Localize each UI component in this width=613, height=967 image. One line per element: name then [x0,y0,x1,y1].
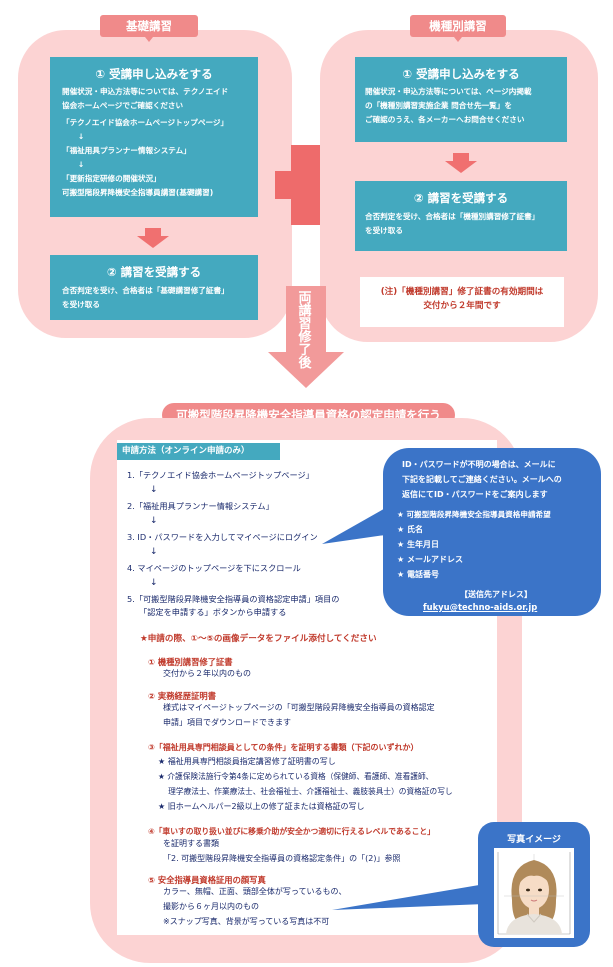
step-arrow-icon: ↓ [150,578,158,588]
basic-attend-heading: ② 講習を受講する [106,265,202,279]
requirement-body: ★ 介護保険法施行令第4条に定められている資格（保健師、看護師、准看護師、 [158,772,434,781]
model-attend-line: 合否判定を受け、合格者は「機種別講習修了証書」 [365,212,540,221]
basic-apply-line: 開催状況・申込方法等については、テクノエイド [62,87,229,96]
method-step: 「認定を申請する」ボタンから申請する [139,607,287,617]
requirement-body: ※スナップ写真、背景が写っている写真は不可 [163,917,330,926]
validity-note-line: (注)「機種別講習」修了証書の有効期間は [380,287,544,297]
basic-apply-arrow: ↓ [78,160,85,169]
arrow-caption: 両講習修了後 [298,292,314,370]
callout-line: 下記を記載してご連絡ください。メールへの [402,475,562,484]
method-step: 3. ID・パスワードを入力してマイページにログイン [127,532,318,542]
requirement-heading: ② 実務経歴証明書 [148,691,216,701]
callout-item: ★ 氏名 [397,525,423,534]
requirement-body: 理学療法士、作業療法士、社会福祉士、介護福祉士、義肢装具士）の資格証の写し [158,787,453,796]
photo-sample-frame [494,848,574,938]
callout-item: ★ 生年月日 [397,540,439,549]
id-password-callout: ID・パスワードが不明の場合は、メールに 下記を記載してご連絡ください。メールへ… [383,448,601,616]
basic-apply-arrow: ↓ [78,132,85,141]
model-apply-line: ご確認のうえ、各メーカーへお問合せください [365,115,525,124]
basic-apply-line: 協会ホームページでご確認ください [62,101,184,110]
contact-email[interactable]: fukyu@techno-aids.or.jp [423,602,538,612]
requirements-title: ★申請の際、①〜⑤の画像データをファイル添付してください [140,634,377,644]
contact-label: 【送信先アドレス】 [460,590,532,599]
callout-item: ★ メールアドレス [397,555,463,564]
method-step: 4. マイページのトップページを下にスクロール [127,563,301,573]
basic-apply-box: ① 受講申し込みをする 開催状況・申込方法等については、テクノエイド 協会ホーム… [50,57,258,217]
model-apply-line: 開催状況・申込方法等については、ページ内掲載 [365,87,532,96]
basic-apply-heading: ① 受講申し込みをする [95,67,213,81]
big-down-arrow-head [268,352,344,388]
requirement-heading: ⑤ 安全指導員資格証用の顔写真 [148,875,266,885]
model-course-tag: 機種別講習 [410,15,506,37]
method-step: 5.「可搬型階段昇降機安全指導員の資格認定申請」項目の [127,594,340,604]
requirement-heading: ① 機種別講習修了証書 [148,657,233,667]
validity-note-line: 交付から２年間です [423,301,501,311]
basic-apply-line: 「福祉用具プランナー情報システム」 [62,146,191,155]
arrow-caption-text: 両講習修了後 [298,291,312,371]
step-arrow-icon: ↓ [150,547,158,557]
callout-line: ID・パスワードが不明の場合は、メールに [402,460,556,469]
requirement-body: ★ 福祉用具専門相談員指定講習修了証明書の写し [158,757,336,766]
requirement-body: を証明する書類 [163,839,219,848]
basic-attend-line: 合否判定を受け、合格者は「基礎講習修了証書」 [62,286,229,295]
portrait-icon [497,852,571,935]
step-arrow-icon: ↓ [150,516,158,526]
requirement-body: ★ 旧ホームヘルパー2級以上の修了証または資格証の写し [158,802,365,811]
model-apply-heading: ① 受講申し込みをする [402,67,520,81]
requirement-body: 交付から２年以内のもの [163,669,251,678]
requirement-heading: ③「福祉用具専門相談員としての条件」を証明する書類（下記のいずれか） [148,743,419,752]
model-attend-box: ② 講習を受講する 合否判定を受け、合格者は「機種別講習修了証書」 を受け取る [355,181,567,251]
method-tag: 申請方法（オンライン申請のみ） [117,443,280,460]
requirement-body: カラー、無帽、正面、頭部全体が写っているもの、 [163,887,347,896]
photo-sample-card: 写真イメージ [478,822,590,947]
requirement-body: 撮影から６ヶ月以内のもの [163,902,259,911]
callout-item: ★ 可搬型階段昇降機安全指導員資格申請希望 [397,510,551,519]
basic-course-tag: 基礎講習 [100,15,198,37]
model-apply-box: ① 受講申し込みをする 開催状況・申込方法等については、ページ内掲載 の「機種別… [355,57,567,142]
basic-attend-line: を受け取る [62,300,100,309]
basic-attend-box: ② 講習を受講する 合否判定を受け、合格者は「基礎講習修了証書」 を受け取る [50,255,258,320]
step-arrow-icon: ↓ [150,485,158,495]
down-arrow-icon [445,153,477,175]
model-attend-line: を受け取る [365,226,403,235]
big-down-arrow [286,286,326,352]
method-step: 2.「福祉用具プランナー情報システム」 [127,501,274,511]
photo-pointer [332,884,485,910]
model-apply-line: の「機種別講習実施企業 問合せ先一覧」を [365,101,512,110]
validity-note: (注)「機種別講習」修了証書の有効期間は 交付から２年間です [360,277,564,327]
requirement-heading: ④「車いすの取り扱い並びに移乗介助が安全かつ適切に行えるレベルであること」 [148,827,435,836]
requirement-body: 申請」項目でダウンロードできます [163,718,291,727]
basic-apply-line: 「テクノエイド協会ホームページトップページ」 [62,118,229,127]
basic-apply-line: 可搬型階段昇降機安全指導員講習(基礎講習) [62,188,214,197]
model-attend-heading: ② 講習を受講する [413,191,509,205]
photo-sample-title: 写真イメージ [507,835,561,845]
requirement-body: 様式はマイページトップページの「可搬型階段昇降機安全指導員の資格認定 [163,703,435,712]
requirement-body: 「2. 可搬型階段昇降機安全指導員の資格認定条件」の「(2)」参照 [163,854,401,863]
callout-line: 返信にてID・パスワードをご案内します [402,490,548,499]
down-arrow-icon [137,228,169,250]
method-step: 1.「テクノエイド協会ホームページトップページ」 [127,470,314,480]
callout-item: ★ 電話番号 [397,570,439,579]
basic-apply-line: 「更新指定研修の開催状況」 [62,174,161,183]
